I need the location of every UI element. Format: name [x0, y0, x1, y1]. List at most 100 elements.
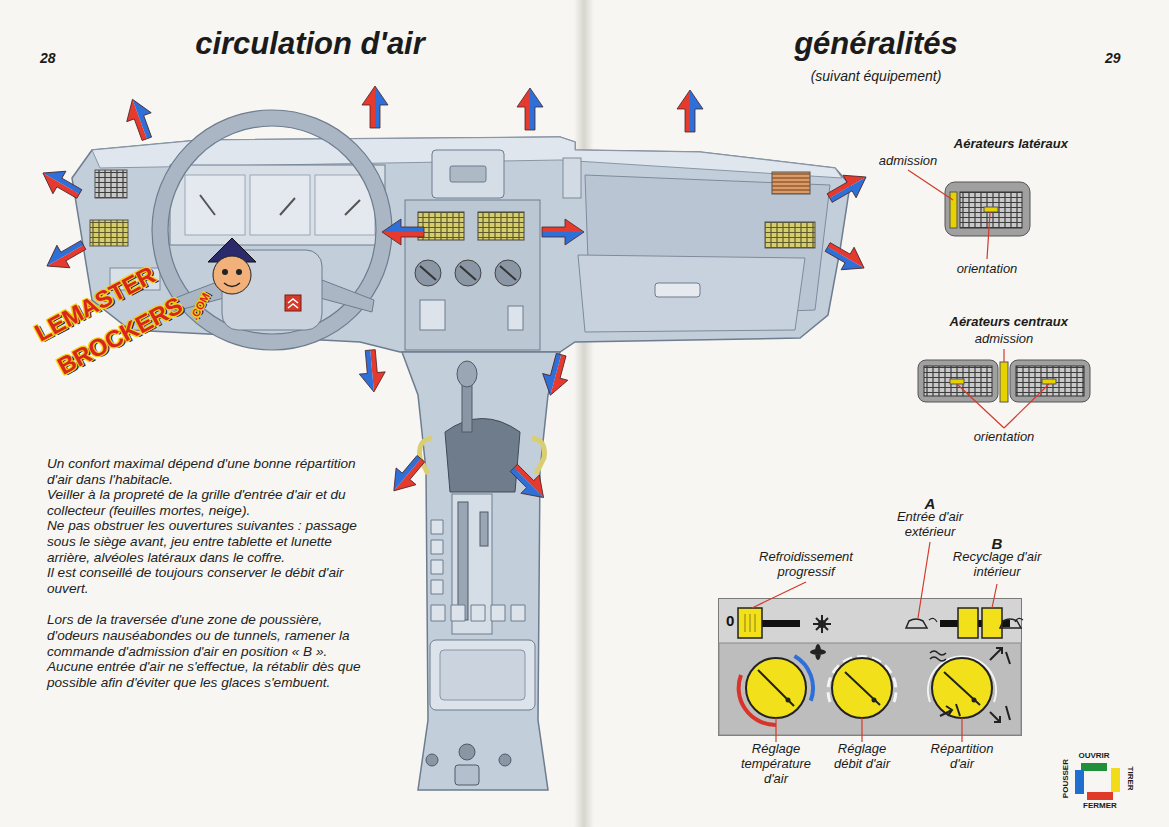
glovebox — [578, 255, 805, 332]
control-label: Réglage débit d'air — [822, 742, 902, 772]
leader-line — [752, 542, 997, 742]
glovebox-handle — [655, 283, 700, 297]
part-label: admission — [964, 332, 1044, 347]
legend-swatch — [1075, 770, 1084, 794]
dashboard-trim — [563, 158, 581, 198]
floor-mode-symbol — [990, 706, 1010, 722]
side-window-vent — [95, 170, 127, 198]
air-flow-arrow — [36, 162, 85, 206]
watermark-mascot-face — [213, 256, 251, 294]
legend-label: OUVRIR — [1072, 751, 1116, 760]
air-flow-symbol — [929, 618, 1023, 622]
vent-grille — [1016, 366, 1084, 396]
display-window — [450, 166, 486, 182]
watermark-mascot-eye — [236, 269, 242, 275]
seat-rail — [420, 438, 545, 474]
page-number: 28 — [40, 50, 70, 66]
slider-ridges — [745, 614, 755, 632]
center-console — [402, 352, 560, 790]
defrost-symbol — [930, 651, 946, 661]
page-title: circulation d'air — [140, 26, 480, 62]
dashboard — [72, 137, 850, 352]
air-intake-slider — [958, 608, 978, 638]
watermark-mascot-mouth — [224, 283, 240, 287]
cooling-slider — [738, 608, 762, 638]
knob-indicator — [972, 698, 977, 703]
mixed-mode-symbol — [940, 704, 960, 716]
brand-chevrons — [288, 299, 298, 308]
dash-switch — [420, 300, 445, 330]
temperature-knob — [746, 658, 806, 718]
slider-track — [760, 620, 800, 627]
cooling-symbol — [813, 615, 831, 633]
page-fold — [574, 0, 594, 827]
air-flow-arrow — [362, 86, 388, 128]
legend-label: POUSSER — [1061, 754, 1070, 804]
legend-label: FERMER — [1075, 801, 1125, 810]
part-label: admission — [868, 154, 948, 169]
center-vent — [418, 212, 464, 240]
body-text: Lors de la traversée d'une zone de pouss… — [47, 612, 365, 659]
central-vent-icon — [918, 360, 998, 402]
gauge — [250, 175, 310, 235]
side-vent — [90, 220, 128, 246]
lateral-vent-icon — [945, 182, 1030, 236]
gauge — [185, 175, 245, 235]
storage-tray — [430, 640, 535, 710]
console-switch — [480, 512, 488, 546]
subtitle: (suivant équipement) — [746, 68, 1006, 84]
gear-boot — [445, 419, 520, 493]
section-title: généralités — [746, 26, 1006, 62]
body-text: Aucune entrée d'air ne s'effectue, la ré… — [47, 659, 365, 690]
console-buttons — [431, 605, 525, 621]
watermark-mascot-eye — [222, 269, 228, 275]
center-panel — [405, 200, 540, 350]
vent-heading: Aérateurs latéraux — [898, 137, 1068, 152]
steering-wheel-edge — [152, 110, 392, 350]
fan-speed-knob — [832, 658, 892, 718]
cooling-symbol — [818, 620, 826, 628]
air-flow-arrow — [821, 236, 870, 280]
vent-grille — [960, 192, 1022, 228]
orientation-tab — [1042, 379, 1056, 384]
center-display — [432, 150, 504, 198]
orientation-tab — [950, 379, 964, 384]
fan-symbol — [810, 644, 826, 660]
air-flow-arrow — [517, 88, 543, 130]
body-text-column: Un confort maximal dépend d'une bonne ré… — [47, 456, 365, 690]
control-label: Recyclage d'air intérieur — [942, 550, 1052, 580]
air-flow-arrow — [677, 90, 703, 132]
temperature-scale-cold — [795, 656, 814, 701]
control-label: Réglage température d'air — [735, 742, 817, 787]
vent-heading: Aérateurs centraux — [898, 315, 1068, 330]
control-label: Refroidissement progressif — [746, 550, 866, 580]
fan-speed-scale — [828, 657, 896, 702]
control-panel: 0 — [718, 598, 1022, 736]
knob-grooves — [758, 670, 980, 706]
admission-wheel — [950, 192, 957, 228]
storage-tray-inner — [440, 650, 525, 700]
legend-swatch — [1081, 763, 1107, 771]
dash-switch — [508, 306, 523, 330]
air-flow-arrow — [505, 459, 553, 507]
car-symbol — [906, 619, 1021, 628]
center-vent — [478, 212, 524, 240]
part-label: orientation — [942, 262, 1032, 277]
knob-indicator — [786, 698, 791, 703]
knob-grooves — [420, 266, 516, 280]
body-text: Ne pas obstruer les ouvertures suivantes… — [47, 518, 365, 565]
steering-wheel-rim — [160, 118, 384, 342]
control-label: Entrée d'air extérieur — [884, 510, 976, 540]
scale-mark: 0 — [726, 612, 734, 629]
legend-label: TIRER — [1125, 759, 1134, 799]
body-text: Il est conseillé de toujours conserver l… — [47, 565, 365, 596]
instrument-cluster — [170, 165, 385, 245]
cigar-lighter — [459, 744, 475, 760]
air-flow-arrow — [40, 234, 89, 278]
console-socket — [499, 754, 511, 766]
air-flow-arrow — [357, 349, 387, 393]
side-vent — [765, 222, 815, 248]
air-flow-arrow — [823, 166, 872, 210]
